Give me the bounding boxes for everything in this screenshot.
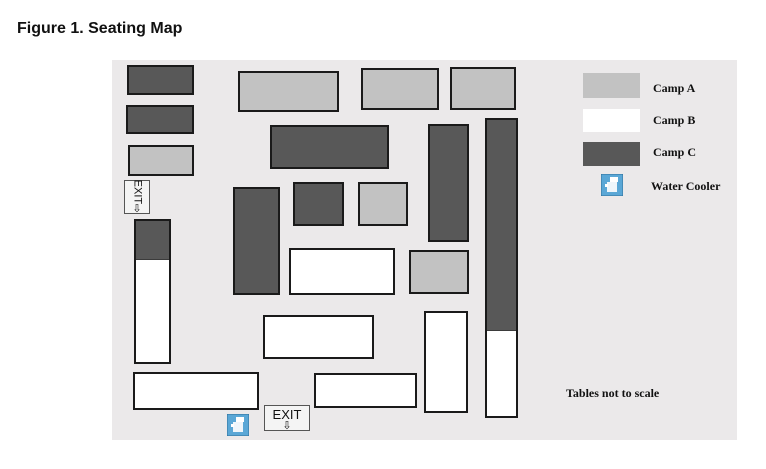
table-camp-a (358, 182, 408, 226)
table-camp-b (263, 315, 374, 359)
legend-swatch-camp-a (583, 73, 640, 98)
table-camp-c (233, 187, 280, 295)
table-camp-c (126, 105, 194, 134)
table-camp-c-section (136, 221, 169, 260)
exit-arrow-icon: ⇩ (282, 420, 292, 432)
table-camp-c (293, 182, 344, 226)
table-camp-a (409, 250, 469, 294)
table-camp-c (428, 124, 469, 242)
water-cooler-icon (601, 174, 623, 196)
table-camp-a (128, 145, 194, 176)
seating-map: EXIT⇩ EXIT ⇩ Camp A Camp B Ca (112, 60, 737, 440)
water-cooler-icon (227, 414, 249, 436)
scale-note: Tables not to scale (566, 386, 660, 400)
exit-arrow-icon: ⇩ (132, 203, 142, 216)
table-camp-c (270, 125, 389, 169)
table-camp-c-b-split (134, 219, 171, 364)
legend-label-camp-b: Camp B (653, 113, 696, 127)
table-camp-a (450, 67, 516, 110)
table-camp-b (424, 311, 468, 413)
table-camp-b (314, 373, 417, 408)
legend-label-water-cooler: Water Cooler (651, 179, 721, 193)
figure-title: Figure 1. Seating Map (17, 20, 183, 37)
exit-sign-bottom: EXIT ⇩ (264, 405, 310, 432)
legend-label-camp-a: Camp A (653, 81, 696, 95)
exit-label: EXIT (272, 407, 302, 422)
exit-sign-left: EXIT⇩ (124, 179, 150, 216)
table-camp-a (238, 71, 339, 112)
legend-swatch-camp-c (583, 142, 640, 166)
legend-label-camp-c: Camp C (653, 145, 697, 159)
table-camp-b (133, 372, 259, 410)
legend-swatch-camp-b (583, 109, 640, 132)
table-camp-c-section (487, 120, 516, 331)
table-camp-c (127, 65, 194, 95)
table-camp-c-b-split (485, 118, 518, 418)
table-camp-b (289, 248, 395, 295)
exit-label: EXIT (131, 179, 144, 205)
table-camp-a (361, 68, 439, 110)
